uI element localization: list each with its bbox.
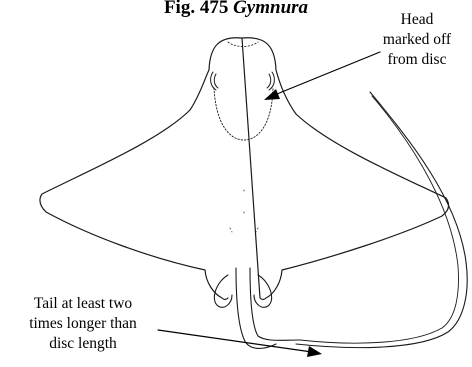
- head-annotation: Head marked off from disc: [367, 10, 467, 70]
- tail-annotation-line: times longer than: [8, 314, 158, 334]
- head-outline: [214, 88, 273, 140]
- tail-annotation-line: disc length: [8, 334, 158, 354]
- tail-arrow-head: [307, 346, 322, 357]
- head-annotation-line: Head: [367, 10, 467, 30]
- tail-whip: [296, 92, 467, 348]
- disc-outline: [40, 38, 449, 300]
- head-annotation-line: from disc: [367, 50, 467, 70]
- left-eye: [211, 72, 218, 90]
- head-arrow-head: [264, 89, 280, 100]
- tail-base: [236, 268, 276, 348]
- tail-arrow-line: [158, 330, 312, 352]
- tail-annotation-line: Tail at least two: [8, 294, 158, 314]
- right-eye: [267, 72, 274, 90]
- head-annotation-line: marked off: [367, 30, 467, 50]
- head-arrow-line: [272, 52, 380, 96]
- right-pelvic-fin: [254, 275, 272, 307]
- tail-annotation: Tail at least two times longer than disc…: [8, 294, 158, 354]
- left-pelvic-fin: [214, 275, 232, 307]
